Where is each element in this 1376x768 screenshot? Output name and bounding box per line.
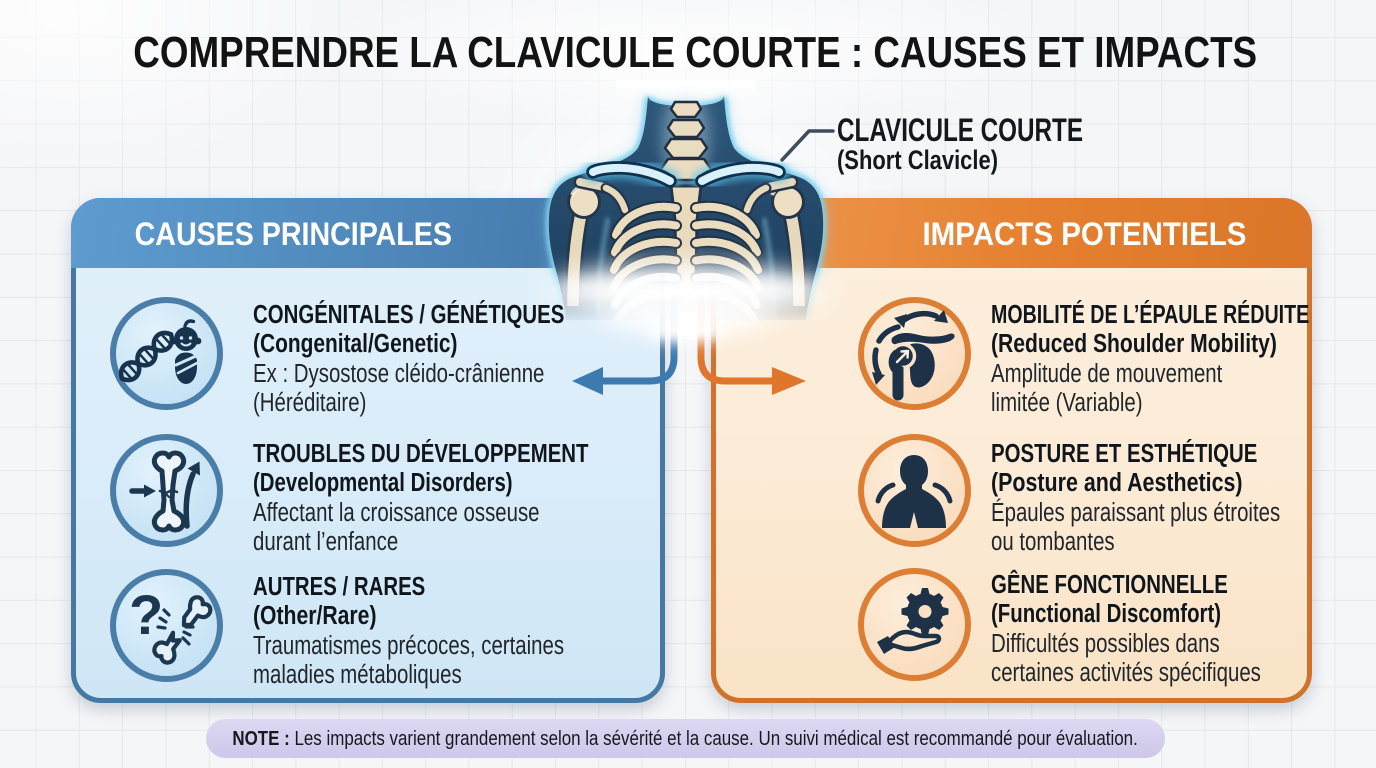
svg-text:?: ? bbox=[129, 583, 163, 646]
